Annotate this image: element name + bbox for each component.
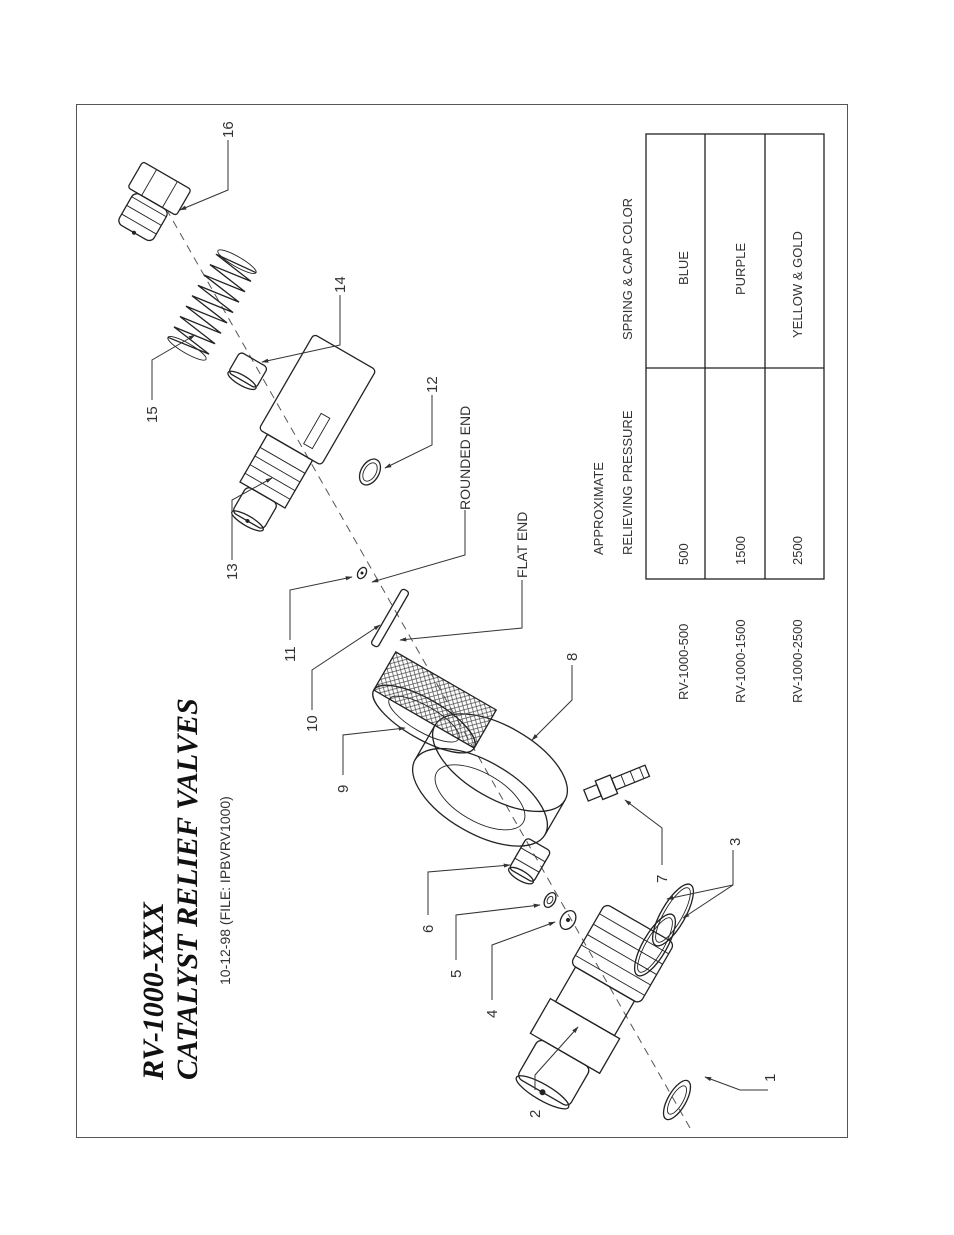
- part-14-spring-seat: [226, 352, 268, 393]
- table-row-1-pressure: 500: [676, 543, 691, 565]
- table-row-2-pressure: 1500: [733, 536, 748, 565]
- callout-3: 3: [727, 838, 744, 846]
- pressure-color-table: APPROXIMATE RELIEVING PRESSURE SPRING & …: [591, 134, 824, 703]
- part-7-fitting: [582, 761, 651, 804]
- table-row-1-model: RV-1000-500: [676, 624, 691, 700]
- part-12-o-ring: [355, 455, 385, 488]
- title-subtitle: 10-12-98 (FILE: IPBVRV1000): [217, 796, 233, 985]
- table-row-1-color: BLUE: [676, 251, 691, 285]
- table-header-spring-cap-color: SPRING & CAP COLOR: [620, 198, 635, 340]
- callout-12: 12: [424, 376, 441, 393]
- part-16-cap: [109, 162, 191, 249]
- callout-9: 9: [335, 785, 352, 793]
- part-13-bonnet: [214, 334, 376, 543]
- callout-13: 13: [224, 563, 241, 580]
- callout-11: 11: [282, 646, 299, 662]
- part-1-washer: [658, 1076, 696, 1123]
- callout-2: 2: [527, 1110, 544, 1118]
- callout-6: 6: [420, 925, 437, 933]
- table-row-2-color: PURPLE: [733, 243, 748, 295]
- part-2-valve-body: [504, 903, 675, 1119]
- table-row-2-model: RV-1000-1500: [733, 619, 748, 703]
- callout-16: 16: [220, 121, 237, 138]
- table-header-approximate: APPROXIMATE: [591, 462, 606, 555]
- title-block: RV-1000-XXX CATALYST RELIEF VALVES 10-12…: [137, 698, 233, 1081]
- callout-4: 4: [484, 1010, 501, 1018]
- callout-10: 10: [304, 715, 321, 732]
- callout-1: 1: [762, 1074, 779, 1082]
- title-name: CATALYST RELIEF VALVES: [171, 698, 204, 1080]
- callout-15: 15: [144, 406, 161, 423]
- note-flat-end: FLAT END: [514, 512, 530, 578]
- note-rounded-end: ROUNDED END: [457, 406, 473, 510]
- callout-5: 5: [448, 970, 465, 978]
- assembly-axis: [168, 212, 690, 1128]
- part-11-washer: [356, 566, 369, 580]
- title-part-number: RV-1000-XXX: [137, 901, 170, 1081]
- table-header-relieving-pressure: RELIEVING PRESSURE: [620, 410, 635, 555]
- callout-14: 14: [332, 276, 349, 293]
- callout-8: 8: [564, 653, 581, 661]
- callout-7: 7: [654, 875, 671, 883]
- part-10-pin: [371, 588, 410, 647]
- table-row-3-color: YELLOW & GOLD: [790, 231, 805, 338]
- part-9-knurled-nut: [364, 652, 496, 765]
- table-row-3-pressure: 2500: [790, 536, 805, 565]
- table-row-3-model: RV-1000-2500: [790, 619, 805, 703]
